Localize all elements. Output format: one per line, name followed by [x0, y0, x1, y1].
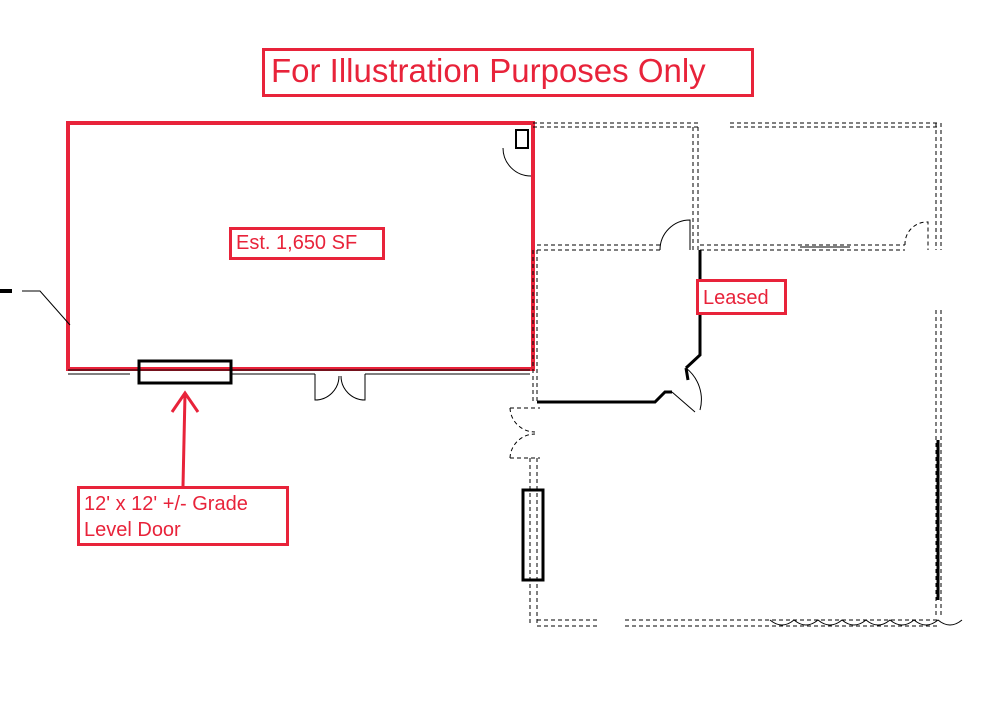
- leased-label: Leased: [696, 279, 787, 315]
- tiny-label-mark: [0, 289, 12, 293]
- door-label-line2: Level Door: [84, 519, 181, 541]
- area-label: Est. 1,650 SF: [229, 227, 385, 260]
- leader-line: [22, 290, 71, 326]
- door-label: 12' x 12' +/- Grade Level Door: [77, 486, 289, 546]
- page-title: For Illustration Purposes Only: [262, 48, 754, 97]
- grade-level-door: [137, 359, 233, 385]
- highlighted-space-outline: [66, 121, 535, 371]
- door-label-line1: 12' x 12' +/- Grade: [84, 493, 248, 515]
- arrow-icon: [170, 390, 200, 487]
- walls: [68, 122, 963, 627]
